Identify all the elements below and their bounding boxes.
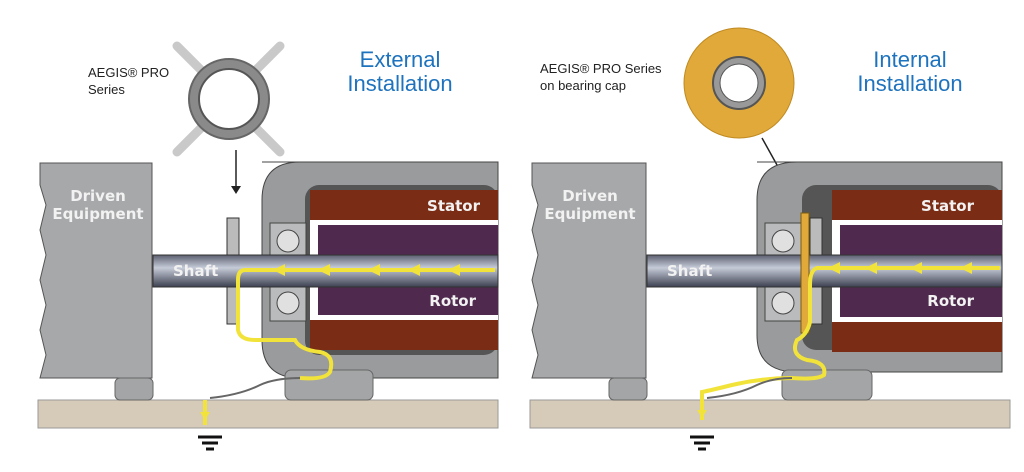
bearing-ball	[276, 291, 300, 315]
title-line: Installation	[857, 71, 963, 96]
shaft	[646, 254, 1003, 288]
stator-label: Stator	[921, 197, 975, 215]
stator-top	[310, 190, 498, 220]
current-arrows	[200, 264, 460, 420]
ground-icon	[198, 435, 222, 451]
stator-top	[832, 190, 1002, 220]
ground-icon	[690, 435, 714, 451]
title-line: Installation	[347, 71, 453, 96]
internal-diagram: Driven Equipment Stator Rotor Shaft	[529, 27, 1011, 451]
device-section-top	[809, 217, 823, 256]
rotor-label: Rotor	[429, 292, 476, 310]
current-arrows	[697, 262, 972, 418]
caption-line: on bearing cap	[540, 78, 627, 93]
external-installation-panel: AEGIS® PRO Series External Installation …	[37, 41, 499, 451]
panel-title: External Installation	[330, 48, 470, 96]
equipment-label: Equipment	[544, 205, 635, 223]
bearing-ball	[771, 291, 795, 315]
caption-line: AEGIS® PRO Series	[540, 61, 662, 76]
stator-bottom	[832, 322, 1002, 352]
equipment-foot	[608, 377, 648, 401]
device-caption: AEGIS® PRO Series on bearing cap	[540, 60, 662, 94]
shaft-label: Shaft	[173, 262, 218, 280]
driven-label: Driven	[562, 187, 618, 205]
caption-line: Series	[88, 82, 125, 97]
device-section-top	[226, 217, 240, 256]
bearing-ball	[771, 229, 795, 253]
title-line: External	[359, 47, 441, 72]
floor	[529, 399, 1011, 429]
equipment-label: Equipment	[52, 205, 143, 223]
internal-installation-panel: AEGIS® PRO Series on bearing cap Interna…	[512, 0, 1024, 472]
bearing-ball	[276, 229, 300, 253]
equipment-foot	[114, 377, 154, 401]
device-caption: AEGIS® PRO Series	[88, 64, 169, 98]
rotor-label: Rotor	[927, 292, 974, 310]
driven-equipment-block	[39, 162, 153, 379]
bearing-cap	[800, 212, 810, 334]
current-path	[700, 266, 1000, 420]
ground-strap	[209, 377, 301, 399]
aegis-bearing-cap-device	[683, 27, 795, 139]
title-line: Internal	[873, 47, 947, 72]
panel-title: Internal Installation	[840, 48, 980, 96]
aegis-ring-device	[172, 41, 285, 157]
shaft-label: Shaft	[667, 262, 712, 280]
driven-equipment-block	[531, 162, 647, 379]
motor-foot	[781, 369, 873, 401]
floor	[37, 399, 499, 429]
ground-strap	[706, 377, 793, 399]
driven-label: Driven	[70, 187, 126, 205]
external-diagram: Driven Equipment Stator Rotor Shaft	[37, 41, 499, 451]
stator-label: Stator	[427, 197, 481, 215]
stator-bottom	[310, 320, 498, 350]
caption-line: AEGIS® PRO	[88, 65, 170, 80]
pointer-arrow-icon	[231, 186, 241, 194]
